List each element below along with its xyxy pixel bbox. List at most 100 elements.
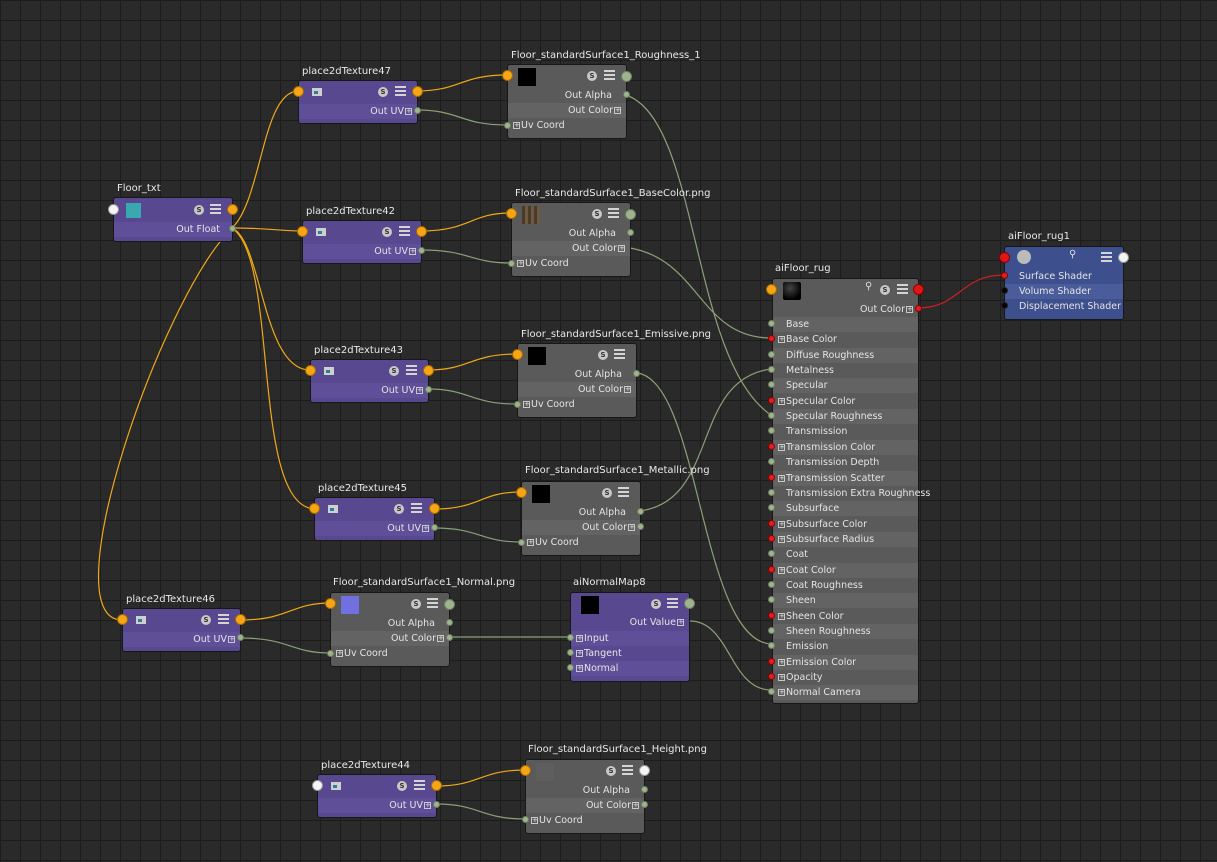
rug-attr-port[interactable]	[768, 350, 775, 358]
swatch-toggle-icon[interactable]: S	[382, 227, 392, 237]
rug-attr-port[interactable]	[768, 381, 775, 389]
normal-input-port[interactable]	[325, 598, 336, 609]
attribute-menu-icon[interactable]	[667, 598, 678, 608]
emis-outalpha-port[interactable]	[633, 370, 640, 377]
swatch-toggle-icon[interactable]: S	[651, 599, 661, 609]
rug-attr-port[interactable]	[768, 458, 775, 466]
rug-attr-port[interactable]	[768, 473, 775, 481]
base-input-port[interactable]	[506, 208, 517, 219]
height-outalpha-port[interactable]	[641, 786, 648, 793]
rug-attr-port[interactable]	[768, 580, 775, 588]
p43-input-port[interactable]	[305, 365, 316, 376]
p46-output-port[interactable]	[235, 614, 246, 625]
place2d-texture-46-node[interactable]: S Out UV+	[122, 608, 241, 652]
rug-attr-port[interactable]	[768, 642, 775, 650]
expand-icon[interactable]: +	[778, 673, 785, 682]
expand-icon[interactable]: +	[778, 473, 785, 482]
expand-icon[interactable]: +	[778, 396, 785, 405]
place2d-texture-44-node[interactable]: S Out UV+	[317, 774, 437, 818]
p44-input-port[interactable]	[312, 780, 323, 791]
attribute-menu-icon[interactable]	[399, 226, 410, 236]
p42-output-port[interactable]	[416, 226, 427, 237]
rug-attr-row[interactable]: Subsurface	[773, 501, 918, 517]
p46-outuv-port[interactable]	[237, 634, 244, 641]
rug-attr-row[interactable]: +Subsurface Color	[773, 517, 918, 532]
rug-attr-row[interactable]: Transmission	[773, 424, 918, 439]
swatch-toggle-icon[interactable]: S	[397, 781, 407, 791]
p42-outuv-port[interactable]	[418, 247, 425, 254]
rough-input-port[interactable]	[502, 70, 513, 81]
height-file-node[interactable]: S Out Alpha Out Color+ +Uv Coord	[525, 759, 645, 834]
swatch-toggle-icon[interactable]: S	[378, 87, 388, 97]
base-output-port[interactable]	[625, 209, 636, 220]
swatch-toggle-icon[interactable]: S	[394, 504, 404, 514]
rug-attr-row[interactable]: +Transmission Scatter	[773, 470, 918, 486]
attribute-menu-icon[interactable]	[608, 208, 619, 218]
attribute-menu-icon[interactable]	[427, 598, 438, 608]
attribute-menu-icon[interactable]	[614, 349, 625, 359]
p45-input-port[interactable]	[309, 503, 320, 514]
rug-attr-row[interactable]: +Opacity	[773, 670, 918, 685]
p44-output-port[interactable]	[431, 780, 442, 791]
rug-attr-port[interactable]	[768, 673, 775, 681]
swatch-toggle-icon[interactable]: S	[201, 615, 211, 625]
nmap-normal-port[interactable]	[567, 664, 574, 671]
rug-attr-port[interactable]	[768, 596, 775, 604]
pin-icon[interactable]: ⚲	[1069, 249, 1077, 260]
floor-txt-node[interactable]: S Out Float	[113, 197, 233, 242]
emis-uv-port[interactable]	[514, 401, 521, 408]
swatch-toggle-icon[interactable]: S	[602, 488, 612, 498]
rug-attr-port[interactable]	[768, 504, 775, 512]
p45-output-port[interactable]	[429, 503, 440, 514]
rug-attr-row[interactable]: Metalness	[773, 363, 918, 378]
sg-output-port[interactable]	[1118, 252, 1129, 263]
expand-icon[interactable]: +	[778, 688, 785, 697]
attribute-menu-icon[interactable]	[218, 614, 229, 624]
attribute-menu-icon[interactable]	[411, 503, 422, 513]
place2d-texture-43-node[interactable]: S Out UV+	[310, 359, 429, 403]
swatch-toggle-icon[interactable]: S	[606, 766, 616, 776]
rug-attr-port[interactable]	[768, 320, 775, 327]
swatch-toggle-icon[interactable]: S	[194, 205, 204, 215]
expand-icon[interactable]: +	[778, 335, 785, 344]
rug-attr-port[interactable]	[768, 627, 775, 634]
rug-attr-row[interactable]: Transmission Extra Roughness	[773, 486, 930, 501]
rug-input-port[interactable]	[766, 284, 777, 295]
attribute-menu-icon[interactable]	[406, 365, 417, 375]
floor-txt-input-port[interactable]	[108, 204, 119, 215]
expand-icon[interactable]: +	[778, 657, 785, 666]
rug-attr-row[interactable]: +Coat Color	[773, 562, 918, 578]
metal-uv-port[interactable]	[518, 539, 525, 546]
swatch-toggle-icon[interactable]: S	[598, 350, 608, 360]
swatch-toggle-icon[interactable]: S	[880, 285, 890, 295]
rug-attr-row[interactable]: Specular	[773, 378, 918, 394]
swatch-toggle-icon[interactable]: S	[592, 209, 602, 219]
rug-attr-row[interactable]: Coat Roughness	[773, 578, 918, 593]
rug-attr-port[interactable]	[768, 565, 775, 573]
nmap-tangent-port[interactable]	[567, 649, 574, 656]
normal-outcolor-port[interactable]	[446, 634, 453, 641]
rough-uv-port[interactable]	[504, 122, 511, 129]
rug-attr-row[interactable]: Sheen	[773, 593, 918, 609]
base-outalpha-port[interactable]	[627, 229, 634, 236]
normal-file-node[interactable]: S Out Alpha Out Color+ +Uv Coord	[330, 592, 450, 667]
rug-attr-port[interactable]	[768, 657, 775, 665]
out-float-port[interactable]	[229, 225, 236, 232]
metal-input-port[interactable]	[516, 487, 527, 498]
p42-input-port[interactable]	[297, 226, 308, 237]
rug-attr-port[interactable]	[768, 396, 775, 404]
rug-attr-row[interactable]: Base	[773, 317, 918, 332]
rough-output-port[interactable]	[621, 71, 632, 82]
metal-outalpha-port[interactable]	[637, 508, 644, 515]
emissive-file-node[interactable]: S Out Alpha Out Color+ +Uv Coord	[517, 343, 637, 418]
p47-output-port[interactable]	[412, 86, 423, 97]
expand-icon[interactable]: +	[778, 565, 785, 574]
sg-displacement-shader-port[interactable]	[1001, 302, 1008, 309]
ai-normal-map-node[interactable]: S Out Value+ +Input +Tangent +Normal	[570, 592, 690, 682]
roughness-file-node[interactable]: S Out Alpha Out Color+ +Uv Coord	[507, 64, 627, 139]
normal-uv-port[interactable]	[327, 650, 334, 657]
rug-attr-port[interactable]	[768, 335, 775, 343]
height-uv-port[interactable]	[522, 816, 529, 823]
rug-attr-port[interactable]	[768, 442, 775, 450]
